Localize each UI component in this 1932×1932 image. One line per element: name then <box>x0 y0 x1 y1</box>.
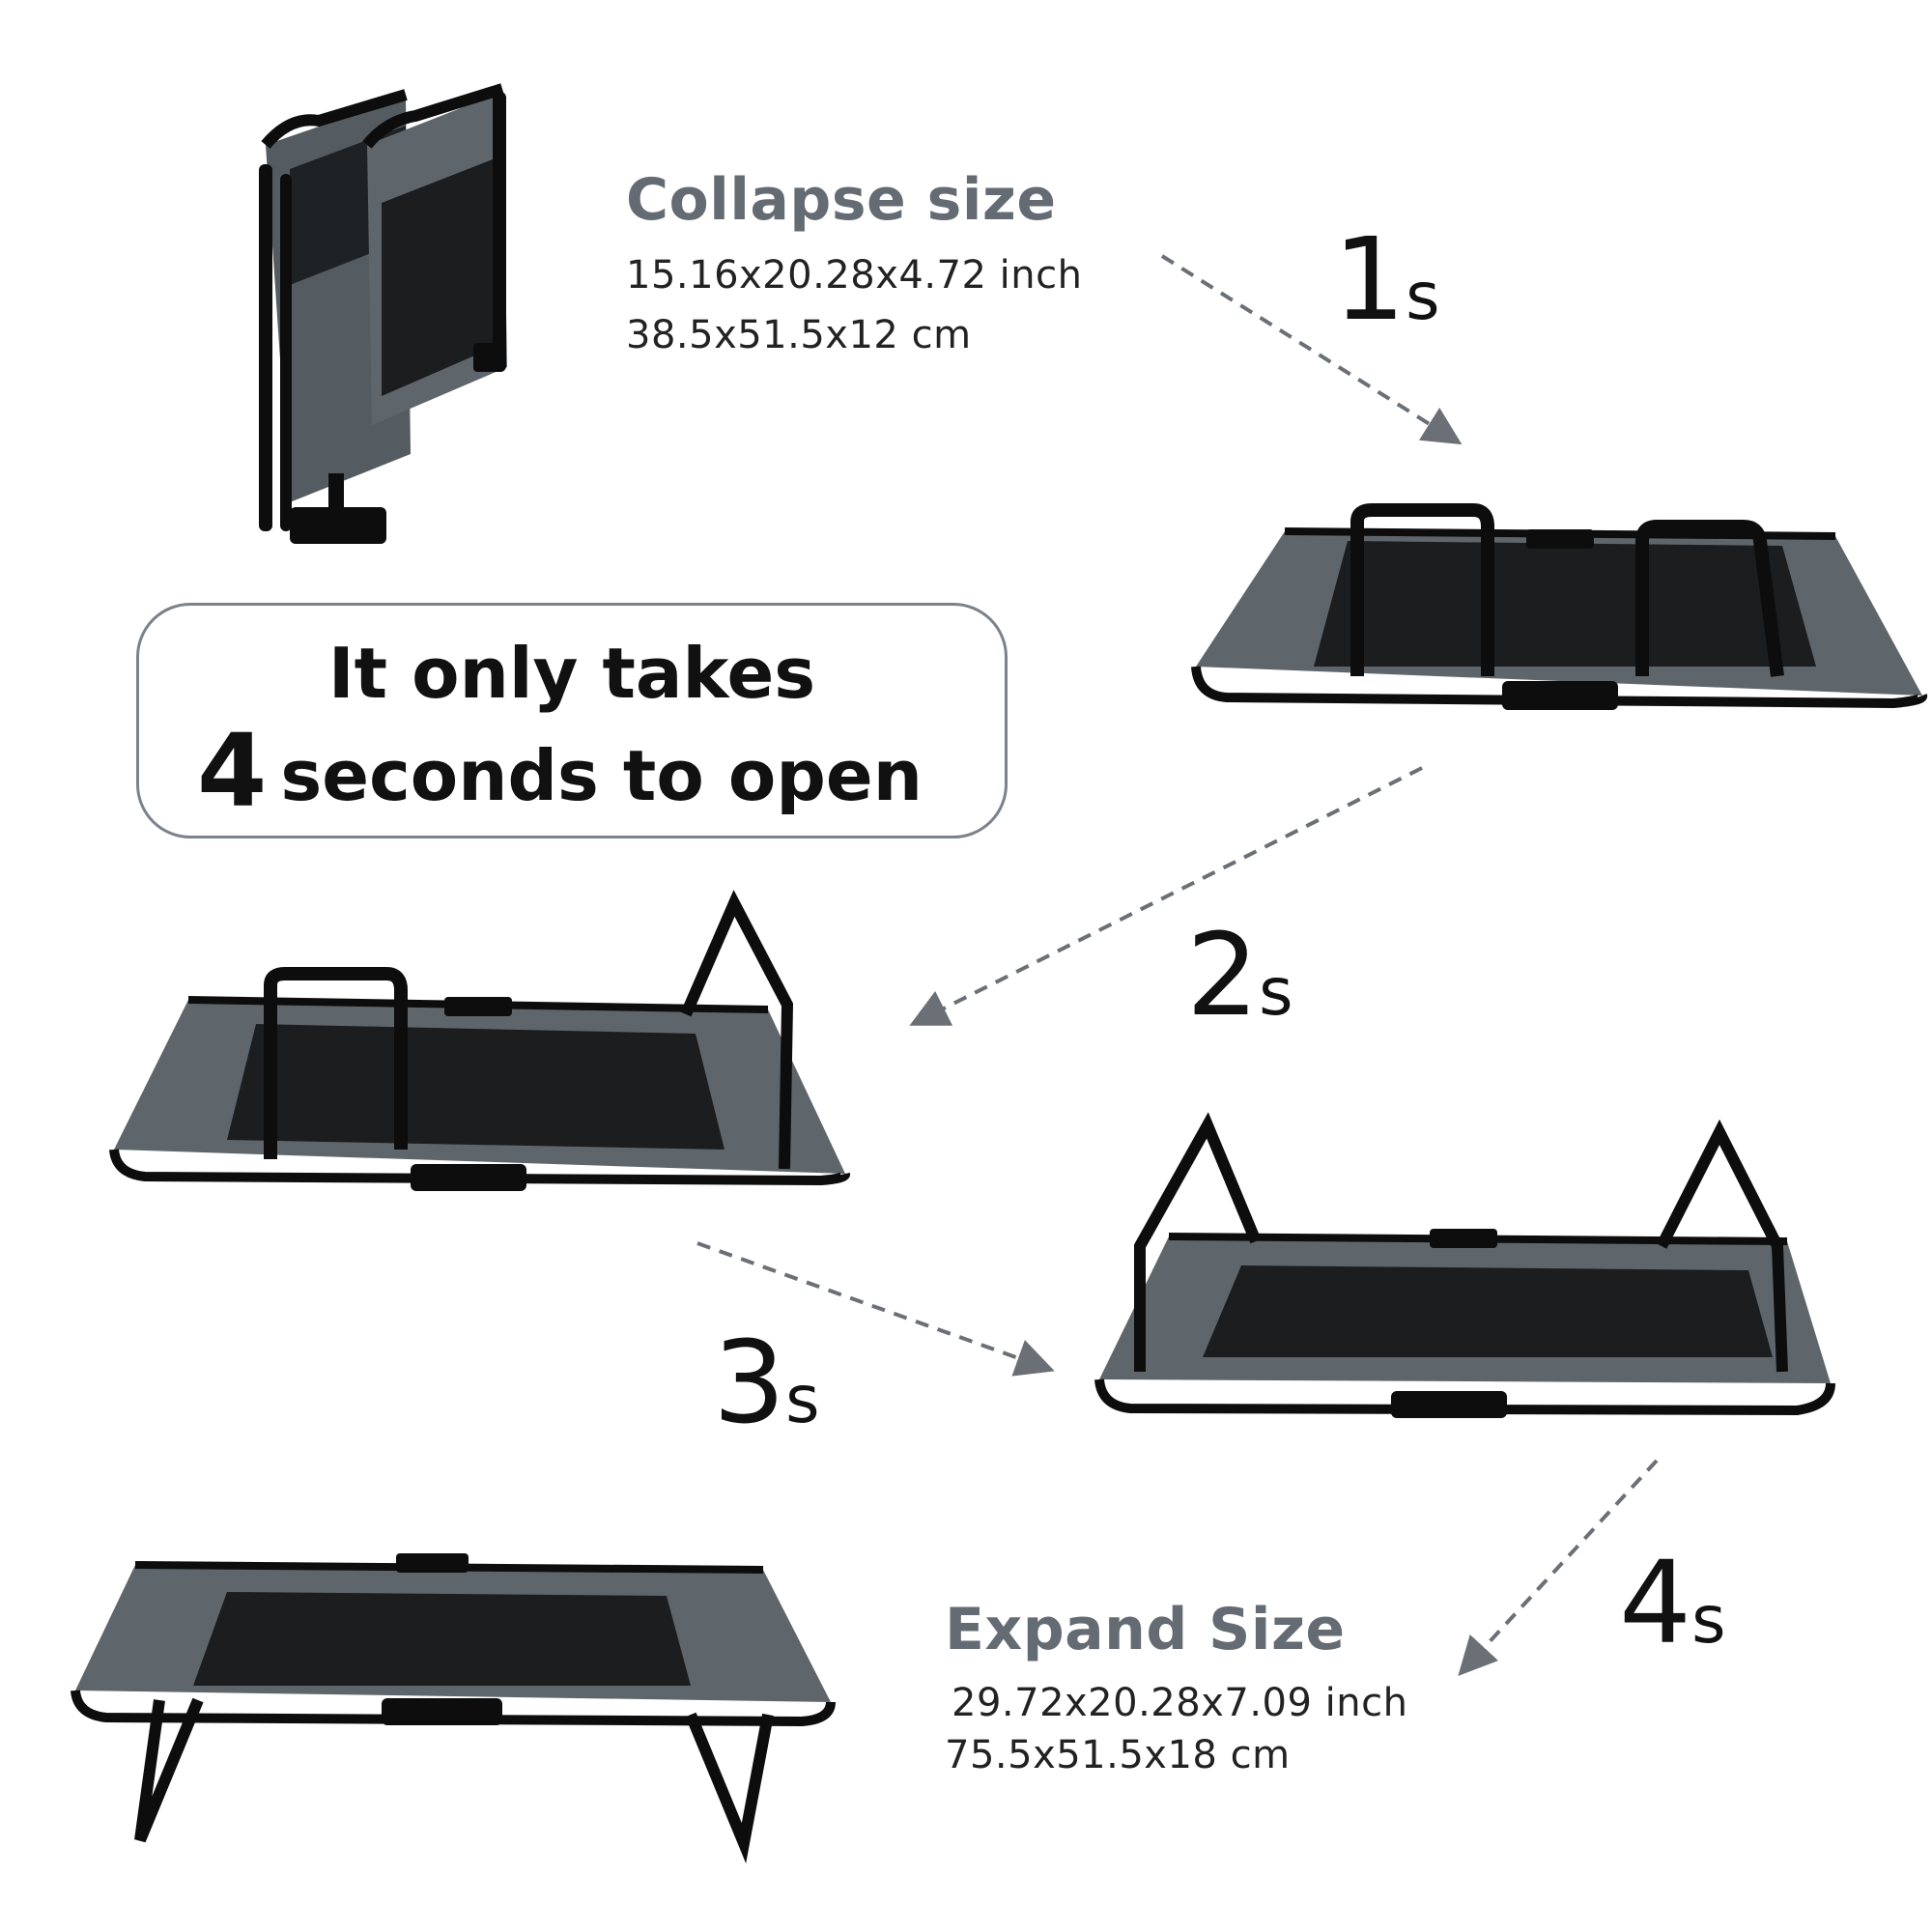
step-4-unit: s <box>1691 1582 1726 1659</box>
step-label-1: 1s <box>1333 213 1440 346</box>
callout-line1: It only takes <box>327 633 816 714</box>
step-4-number: 4 <box>1619 1536 1692 1669</box>
callout-seconds-text: seconds to open <box>280 735 923 816</box>
expand-size-inch: 29.72x20.28x7.09 inch <box>952 1681 1408 1725</box>
collapsed-bed-image <box>259 83 507 544</box>
expanded-bed-image <box>71 1553 836 1863</box>
step-label-4: 4s <box>1619 1536 1726 1669</box>
arrow-step4 <box>1458 1459 1659 1676</box>
collapse-size-heading: Collapse size <box>626 166 1057 234</box>
step1-bed-image <box>1191 503 1928 710</box>
step-1-unit: s <box>1406 259 1440 335</box>
collapse-size-cm: 38.5x51.5x12 cm <box>626 313 972 357</box>
step2-bed-image <box>109 890 850 1191</box>
step-3-unit: s <box>785 1362 820 1438</box>
expand-size-heading: Expand Size <box>945 1596 1346 1663</box>
step-2-number: 2 <box>1186 908 1260 1041</box>
step-3-number: 3 <box>713 1316 786 1449</box>
step-label-3: 3s <box>713 1316 820 1449</box>
arrow-step1 <box>1160 254 1463 445</box>
expand-size-cm: 75.5x51.5x18 cm <box>945 1733 1291 1777</box>
callout-seconds-number: 4 <box>197 712 268 830</box>
step3-bed-image <box>1094 1112 1835 1418</box>
collapse-size-inch: 15.16x20.28x4.72 inch <box>626 253 1083 298</box>
step-label-2: 2s <box>1186 908 1293 1041</box>
step-2-unit: s <box>1259 954 1293 1031</box>
arrow-step2 <box>909 766 1423 1026</box>
step-1-number: 1 <box>1333 213 1406 346</box>
arrow-step3 <box>696 1241 1055 1377</box>
